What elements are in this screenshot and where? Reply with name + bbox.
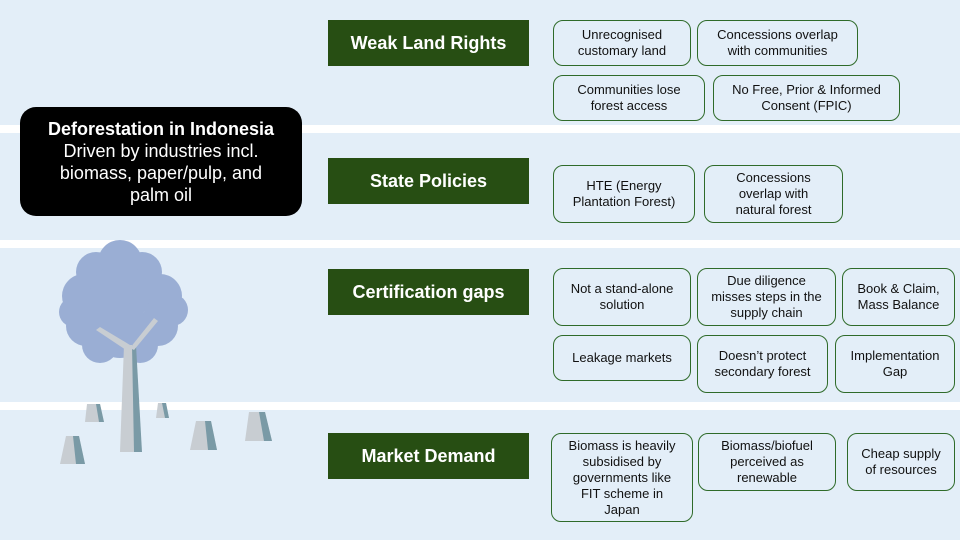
category-certification-gaps: Certification gaps [328, 269, 529, 315]
card-due-diligence: Due diligence misses steps in the supply… [697, 268, 836, 326]
card-unrecognised-customary-land: Unrecognised customary land [553, 20, 691, 66]
main-topic-subtitle: Driven by industries incl. biomass, pape… [59, 140, 263, 205]
card-implementation-gap: Implementation Gap [835, 335, 955, 393]
tree-trunk [96, 318, 158, 452]
card-no-fpic: No Free, Prior & Informed Consent (FPIC) [713, 75, 900, 121]
card-secondary-forest: Doesn’t protect secondary forest [697, 335, 828, 393]
card-hte: HTE (Energy Plantation Forest) [553, 165, 695, 223]
card-leakage-markets: Leakage markets [553, 335, 691, 381]
tree-stumps [60, 403, 272, 464]
category-market-demand: Market Demand [328, 433, 529, 479]
main-topic-title: Deforestation in Indonesia [47, 118, 275, 139]
tree-canopy [59, 240, 188, 363]
section-separator [0, 402, 960, 410]
card-concessions-overlap-communities: Concessions overlap with communities [697, 20, 858, 66]
card-book-claim: Book & Claim, Mass Balance [842, 268, 955, 326]
category-weak-land-rights: Weak Land Rights [328, 20, 529, 66]
card-biomass-subsidised: Biomass is heavily subsidised by governm… [551, 433, 693, 522]
section-separator [0, 125, 960, 133]
main-topic-box: Deforestation in Indonesia Driven by ind… [20, 107, 302, 216]
section-separator [0, 240, 960, 248]
card-not-stand-alone: Not a stand-alone solution [553, 268, 691, 326]
card-biofuel-renewable: Biomass/biofuel perceived as renewable [698, 433, 836, 491]
card-cheap-supply: Cheap supply of resources [847, 433, 955, 491]
category-state-policies: State Policies [328, 158, 529, 204]
card-communities-lose-forest-access: Communities lose forest access [553, 75, 705, 121]
card-concessions-overlap-natural-forest: Concessions overlap with natural forest [704, 165, 843, 223]
